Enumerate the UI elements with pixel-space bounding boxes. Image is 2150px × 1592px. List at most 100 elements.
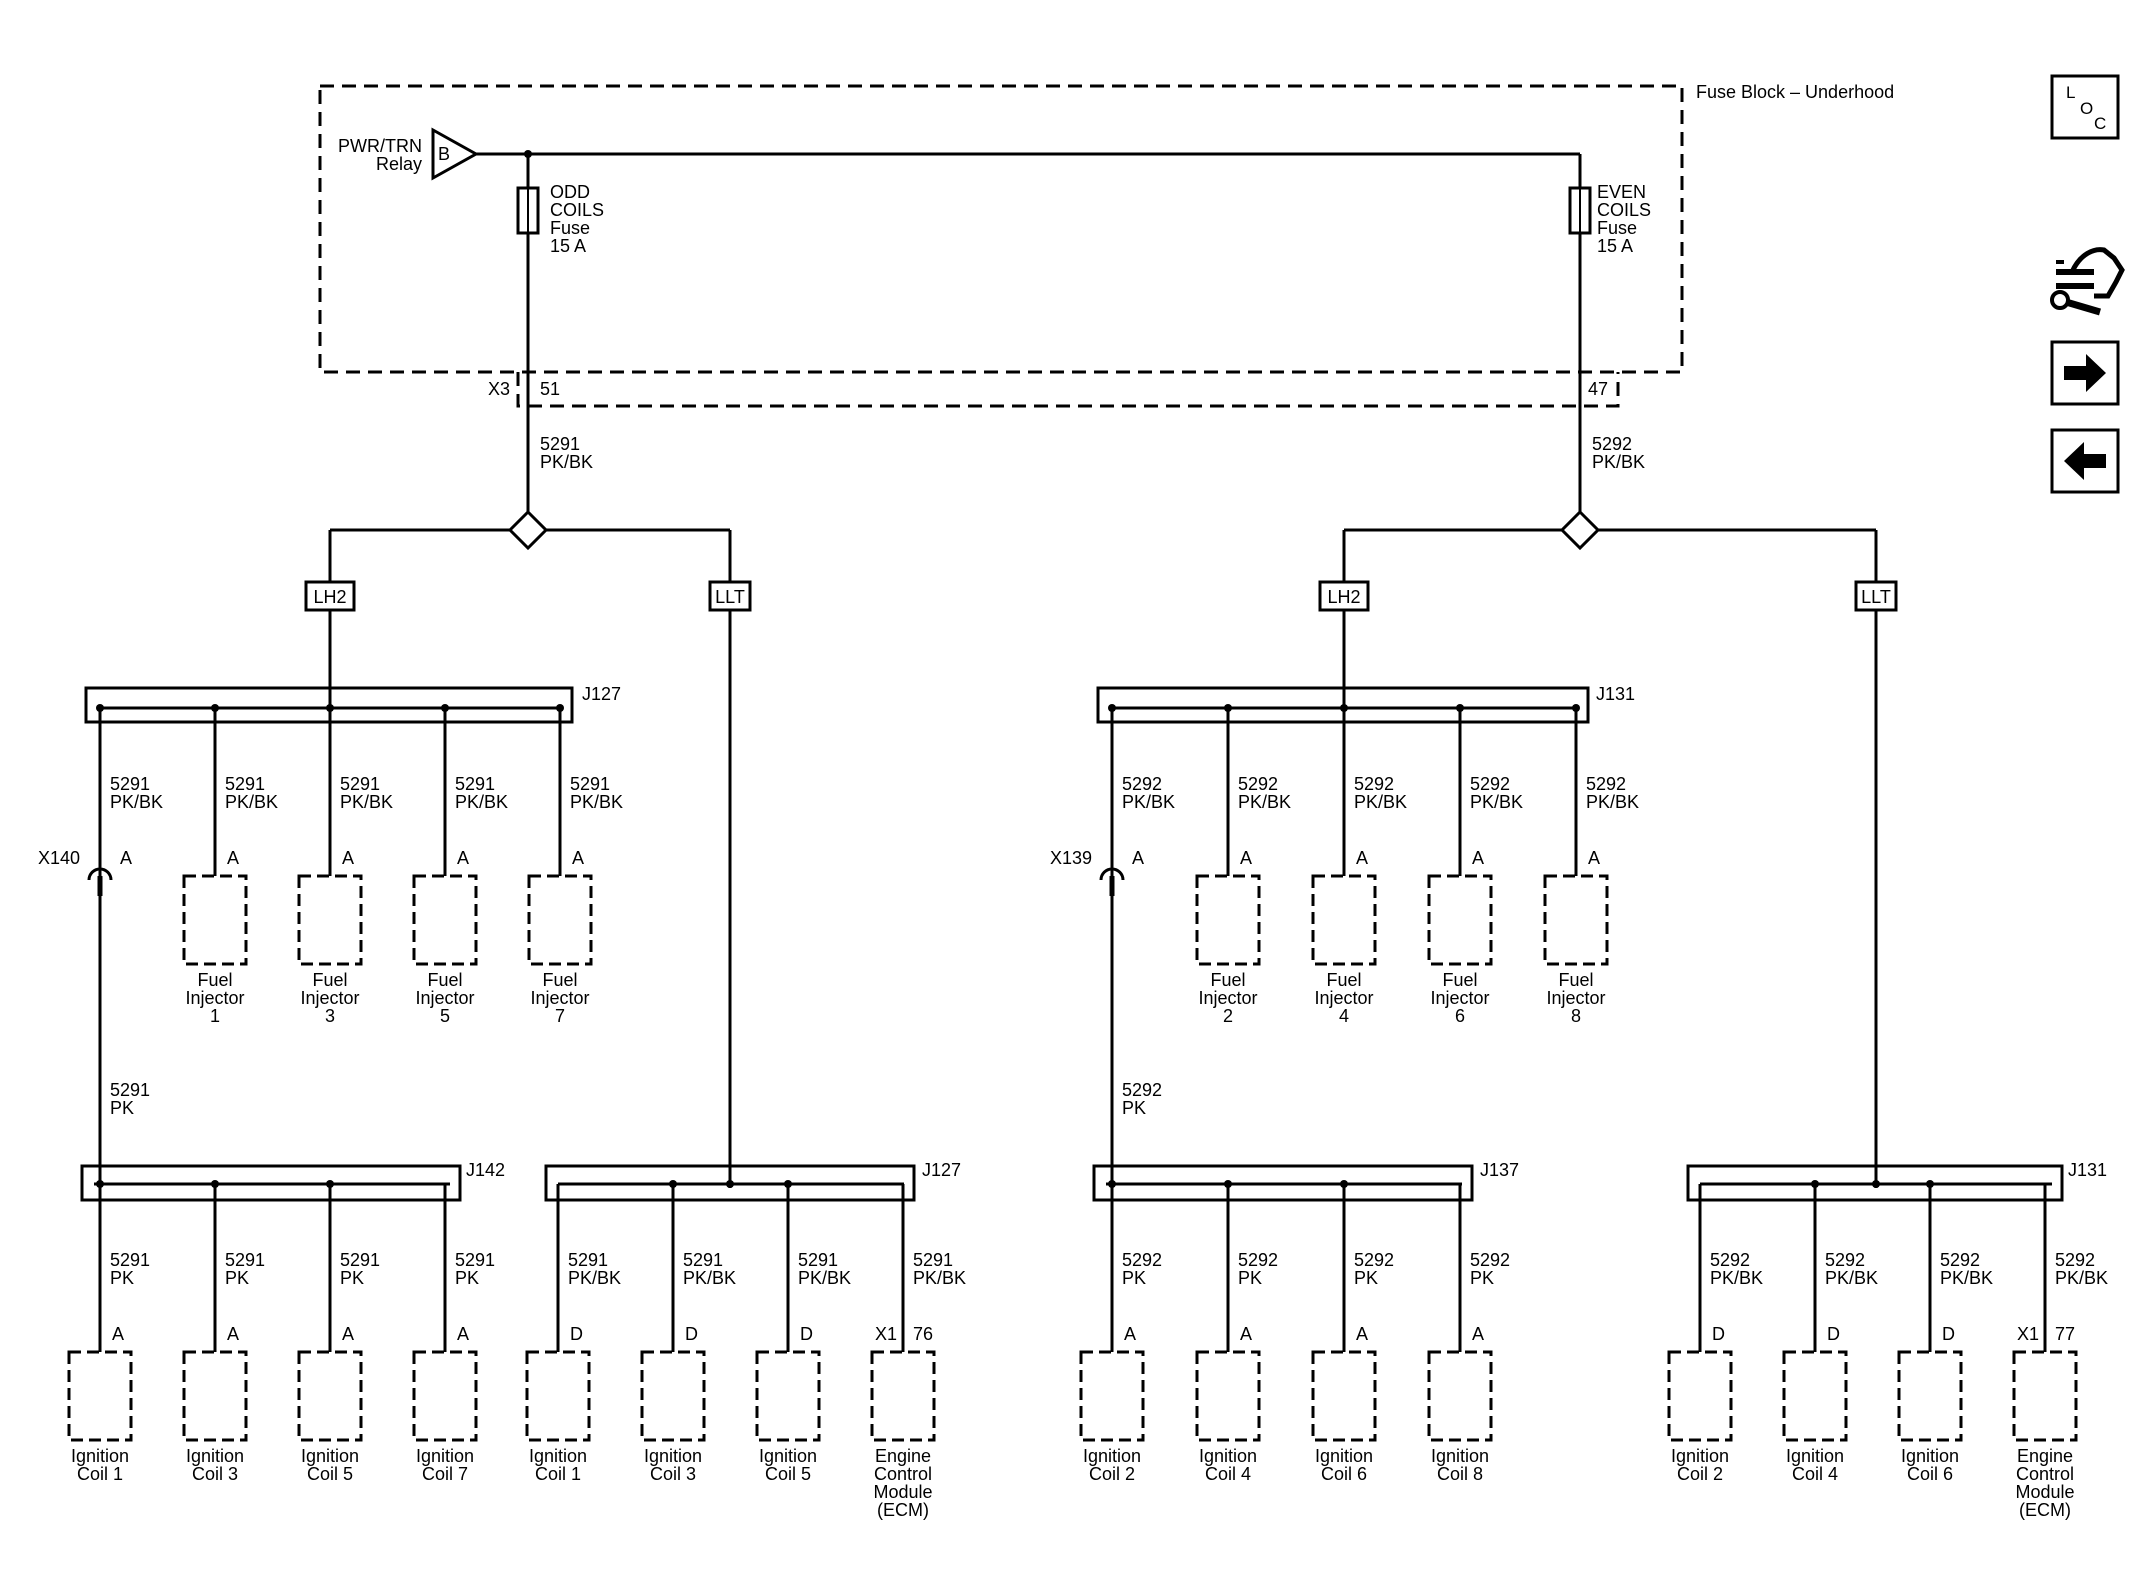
right-coil-label-1: Ignition (1786, 1446, 1844, 1466)
right-injector-wire-color: PK/BK (1470, 792, 1523, 812)
right-coil-wire-circuit: 5292 (1238, 1250, 1278, 1270)
even-fuse-label-3: Fuse (1597, 218, 1637, 238)
odd-fuse-label-4: 15 A (550, 236, 586, 256)
right-ecm-label-4: (ECM) (2019, 1500, 2071, 1520)
left-ecm-label-3: Module (873, 1482, 932, 1502)
loc-button[interactable]: L O C (2050, 74, 2120, 140)
right-coil-label-2: Coil 4 (1792, 1464, 1838, 1484)
left-ignition-coil-box (412, 1350, 478, 1442)
right-ignition-coil-box (1897, 1350, 1963, 1442)
right-coil-label-2: Coil 6 (1907, 1464, 1953, 1484)
arrow-right-icon[interactable] (2050, 340, 2120, 406)
left-injector-wire-color: PK/BK (570, 792, 623, 812)
right-coil-wire-circuit: 5292 (1470, 1250, 1510, 1270)
right-fuel-injector-box (1427, 874, 1493, 966)
left-coil-wire-circuit: 5291 (455, 1250, 495, 1270)
left-coil-label-2: Coil 5 (765, 1464, 811, 1484)
left-injector-wire-circuit: 5291 (225, 774, 265, 794)
right-ignition-coil-box (1079, 1350, 1145, 1442)
right-injector-label-2: Injector (1430, 988, 1489, 1008)
left-splice-a-label: J142 (466, 1160, 505, 1180)
left-injector-wire-circuit: 5291 (570, 774, 610, 794)
right-coil-pin: A (1240, 1324, 1252, 1344)
right-coil-label-2: Coil 2 (1677, 1464, 1723, 1484)
arrow-left-icon[interactable] (2050, 428, 2120, 494)
left-ecm-label-4: (ECM) (877, 1500, 929, 1520)
x3-connector-label: X3 (488, 379, 510, 399)
left-coil-wire-color: PK (455, 1268, 479, 1288)
right-coil-pin: A (1124, 1324, 1136, 1344)
relay-label-2: Relay (376, 154, 422, 174)
left-coil-pin: D (570, 1324, 583, 1344)
right-llt-tag (1854, 580, 1898, 612)
right-injector-wire-color: PK/BK (1238, 792, 1291, 812)
left-inline-pin: A (120, 848, 132, 868)
right-injector-wire-circuit: 5292 (1354, 774, 1394, 794)
left-injector-pin: A (457, 848, 469, 868)
right-ecm-connector: X1 (2017, 1324, 2039, 1344)
left-feed-circuit: 5291 (540, 434, 580, 454)
right-coil-wire-circuit: 5292 (1825, 1250, 1865, 1270)
odd-fuse-pin: 51 (540, 379, 560, 399)
right-coil-wire-circuit: 5292 (1354, 1250, 1394, 1270)
relay-connector-symbol (431, 127, 480, 181)
odd-fuse-label-1: ODD (550, 182, 590, 202)
right-injector-wire-circuit: 5292 (1470, 774, 1510, 794)
right-fuel-injector-box (1311, 874, 1377, 966)
right-injector-wire-color: PK/BK (1354, 792, 1407, 812)
right-splice-a-label: J137 (1480, 1160, 1519, 1180)
left-coil-label-2: Coil 3 (650, 1464, 696, 1484)
left-feed-color: PK/BK (540, 452, 593, 472)
right-coil-label-2: Coil 6 (1321, 1464, 1367, 1484)
left-injector-wire-circuit: 5291 (110, 774, 150, 794)
x3-connector-outline (516, 372, 1620, 408)
right-coil-label-2: Coil 4 (1205, 1464, 1251, 1484)
right-ignition-coil-box (1782, 1350, 1848, 1442)
left-coil-pin: D (800, 1324, 813, 1344)
left-coil-pin: A (457, 1324, 469, 1344)
right-injector-label-3: 4 (1339, 1006, 1349, 1026)
left-ignition-coil-box (67, 1350, 133, 1442)
left-ecm-pin: 76 (913, 1324, 933, 1344)
left-injector-label-3: 1 (210, 1006, 220, 1026)
right-ecm-box (2012, 1350, 2078, 1442)
left-ecm-connector: X1 (875, 1324, 897, 1344)
left-injector-label-2: Injector (530, 988, 589, 1008)
right-option-diamond (1559, 509, 1601, 551)
left-injector-label-2: Injector (415, 988, 474, 1008)
left-fuel-injector-box (527, 874, 593, 966)
left-splice-b (544, 1164, 916, 1202)
hand-wrench-icon[interactable] (2050, 247, 2125, 316)
right-ecm-wire-circuit: 5292 (2055, 1250, 2095, 1270)
left-ignition-coil-box (182, 1350, 248, 1442)
left-injector-wire-color: PK/BK (225, 792, 278, 812)
left-injector-wire-color: PK/BK (110, 792, 163, 812)
odd-fuse-label-2: COILS (550, 200, 604, 220)
right-coil-label-2: Coil 2 (1089, 1464, 1135, 1484)
left-coil-label-2: Coil 3 (192, 1464, 238, 1484)
right-coil-wire-color: PK (1354, 1268, 1378, 1288)
right-coil-pin: D (1827, 1324, 1840, 1344)
right-splice-a (1092, 1164, 1474, 1202)
right-coil-label-1: Ignition (1901, 1446, 1959, 1466)
right-ignition-coil-box (1427, 1350, 1493, 1442)
left-option-diamond (507, 509, 549, 551)
right-injector-wire-color: PK/BK (1122, 792, 1175, 812)
odd-fuse-label-3: Fuse (550, 218, 590, 238)
right-splice-b (1686, 1164, 2064, 1202)
left-splice-top-label: J127 (582, 684, 621, 704)
left-ecm-wire-circuit: 5291 (913, 1250, 953, 1270)
right-coil-label-1: Ignition (1083, 1446, 1141, 1466)
right-injector-label-1: Fuel (1210, 970, 1245, 990)
right-riser-color: PK (1122, 1098, 1146, 1118)
left-injector-wire-circuit: 5291 (455, 774, 495, 794)
right-ecm-pin: 77 (2055, 1324, 2075, 1344)
left-fuel-injector-box (297, 874, 363, 966)
right-feed-circuit: 5292 (1592, 434, 1632, 454)
left-coil-wire-color: PK/BK (798, 1268, 851, 1288)
right-lh2-tag-label: LH2 (1327, 587, 1360, 607)
left-ignition-coil-box (525, 1350, 591, 1442)
left-injector-label-1: Fuel (197, 970, 232, 990)
left-coil-wire-color: PK/BK (568, 1268, 621, 1288)
right-injector-label-1: Fuel (1326, 970, 1361, 990)
